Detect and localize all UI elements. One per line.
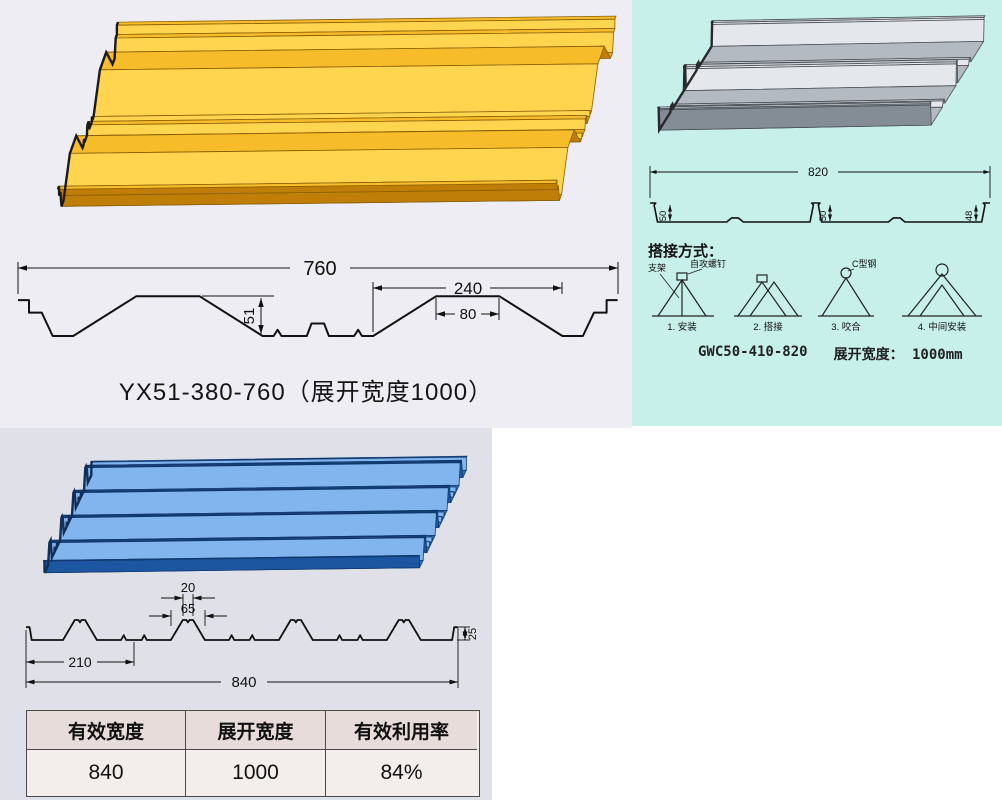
lap-method-title: 搭接方式： xyxy=(648,243,724,260)
lap-step-3-diagram xyxy=(818,267,874,317)
gray-panel-caption: GWC50-410-820 展开宽度： 1000mm xyxy=(698,344,963,364)
dim-total-width-820 xyxy=(649,166,991,198)
panel-face xyxy=(93,63,599,118)
lap-part-screw-label: 自攻螺钉 xyxy=(690,258,726,269)
dim-heights xyxy=(668,205,978,221)
dim-total-width-label: 840 xyxy=(231,674,256,691)
dim-pitch-210 xyxy=(25,630,135,666)
lap-step-3-label: 3. 咬合 xyxy=(831,321,861,333)
dim-height-label: 51 xyxy=(241,308,258,325)
panel-cut-edge xyxy=(42,460,93,574)
dim-total-width-840 xyxy=(25,628,459,688)
table-value-utilization: 84% xyxy=(325,749,477,796)
dim-height-label: 25 xyxy=(467,628,478,640)
blue-dimension-drawing: 20 65 210 840 xyxy=(25,582,478,691)
panel-cut-edge xyxy=(656,20,714,135)
dim-total-width-760 xyxy=(17,262,619,294)
lap-step-2-diagram xyxy=(734,274,802,317)
dim-height-mid-label: 50 xyxy=(818,211,829,222)
lap-part-c-steel-label: C型钢 xyxy=(852,258,877,269)
yellow-dimension-drawing: 760 240 80 51 xyxy=(17,258,619,337)
yellow-panel-caption: YX51-380-760（展开宽度1000） xyxy=(118,379,494,406)
table-value-effective-width: 840 xyxy=(27,749,185,796)
yellow-panel-3d xyxy=(56,15,617,207)
lap-step-1-diagram xyxy=(652,268,714,317)
yellow-cross-section-profile xyxy=(18,295,618,337)
dim-rib-base-240 xyxy=(372,282,563,332)
region-blue-panel: 20 65 210 840 xyxy=(0,428,492,800)
lap-method-diagrams: 支架 自攻螺钉 C型钢 1. 安装 2. 搭接 xyxy=(648,258,982,333)
blue-panel-3d xyxy=(42,455,468,574)
lap-step-4-label: 4. 中间安装 xyxy=(918,321,967,333)
dim-pitch-label: 210 xyxy=(68,654,92,670)
gray-panel-3d xyxy=(656,15,986,135)
gray-panel-unfold-width: 展开宽度： 1000mm xyxy=(833,347,963,363)
dim-rib-top-label: 80 xyxy=(460,306,477,323)
gray-dimension-drawing: 820 50 50 48 xyxy=(649,165,991,223)
lap-step-2-label: 2. 搭接 xyxy=(753,321,783,333)
dim-height-right-label: 48 xyxy=(964,211,975,222)
table-header-effective-width: 有效宽度 xyxy=(27,711,185,749)
dim-crest-top-label: 20 xyxy=(181,582,195,595)
gray-panel-model: GWC50-410-820 xyxy=(698,344,808,360)
dim-rib-base-label: 240 xyxy=(454,279,482,298)
table-header-unfold-width: 展开宽度 xyxy=(185,711,325,749)
dim-rib-top-80 xyxy=(435,298,500,320)
panel-cut-edge xyxy=(56,21,120,207)
region-gray-panel: 820 50 50 48 搭接方式： 支架 自攻螺钉 xyxy=(632,0,1002,426)
dim-rib-opening-label: 65 xyxy=(181,601,195,616)
dim-height-51 xyxy=(202,295,274,334)
table-value-unfold-width: 1000 xyxy=(185,749,325,796)
gray-cross-section-profile xyxy=(650,202,990,223)
dim-height-left-label: 50 xyxy=(658,211,669,222)
lap-step-4-diagram xyxy=(902,263,982,317)
lap-part-bracket-label: 支架 xyxy=(648,262,666,273)
spec-table: 有效宽度 展开宽度 有效利用率 840 1000 84% xyxy=(26,710,480,797)
dim-crest-top-20 xyxy=(161,594,215,616)
dim-height-25 xyxy=(457,626,470,641)
dim-total-width-label: 820 xyxy=(808,165,828,179)
dim-total-width-label: 760 xyxy=(303,258,336,280)
lap-step-1-label: 1. 安装 xyxy=(667,321,697,333)
region-yellow-panel: 760 240 80 51 YX51-380-760（展开宽度1000） xyxy=(0,0,632,428)
blue-cross-section-profile xyxy=(26,619,458,641)
dim-rib-opening-65 xyxy=(149,610,227,626)
table-header-utilization: 有效利用率 xyxy=(325,711,477,749)
